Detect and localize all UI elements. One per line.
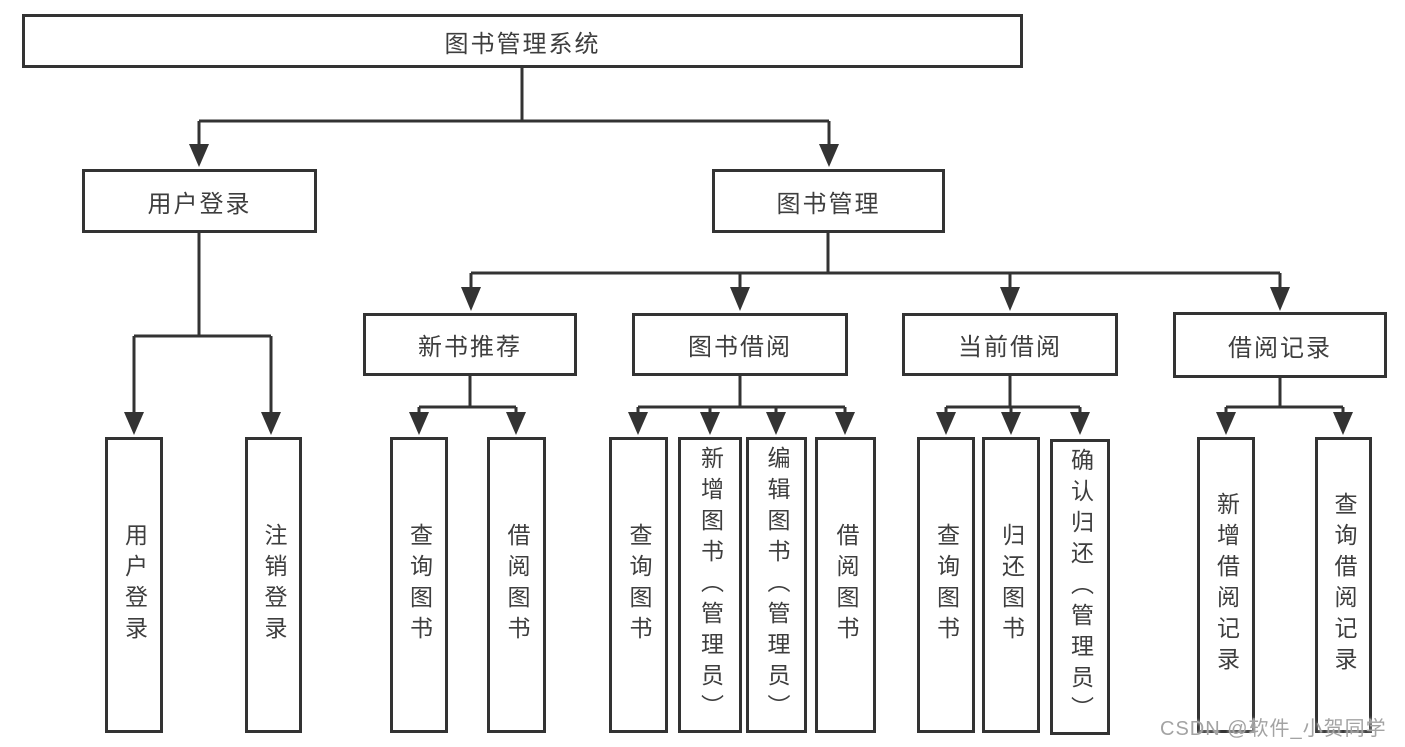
leaf-borrow-books-recommend: 借阅图书 <box>487 437 546 733</box>
arrowhead <box>461 287 481 311</box>
leaf-query-books-current: 查询图书 <box>917 437 975 733</box>
node-root: 图书管理系统 <box>22 14 1023 68</box>
leaf-query-books-recommend-label: 查询图书 <box>406 523 433 647</box>
connector-book-borrow-to-leaves <box>636 376 847 414</box>
node-book-borrow-label: 图书借阅 <box>688 334 792 361</box>
arrowhead <box>628 412 648 435</box>
arrowhead <box>506 412 526 435</box>
node-book-management-label: 图书管理 <box>776 190 881 218</box>
connector-new-book-to-leaves <box>417 375 518 414</box>
connector-root-to-level2 <box>197 68 831 147</box>
arrowhead <box>1000 287 1020 311</box>
arrowhead <box>730 287 750 311</box>
node-root-label: 图书管理系统 <box>444 30 601 58</box>
arrowhead <box>409 412 429 435</box>
leaf-confirm-return-admin-label: 确认归还（管理员） <box>1067 447 1094 727</box>
arrowhead <box>700 412 720 435</box>
arrowhead <box>1001 412 1021 435</box>
leaf-confirm-return-admin: 确认归还（管理员） <box>1050 439 1110 735</box>
leaf-user-login: 用户登录 <box>105 437 163 733</box>
arrowhead <box>766 412 786 435</box>
leaf-add-book-admin-label: 新增图书（管理员） <box>697 445 724 725</box>
arrowhead <box>261 412 281 435</box>
leaf-query-books-recommend: 查询图书 <box>390 437 448 733</box>
leaf-add-borrow-record-label: 新增借阅记录 <box>1213 492 1240 678</box>
node-borrow-records-label: 借阅记录 <box>1228 334 1332 362</box>
arrowhead <box>936 412 956 435</box>
leaf-logout-label: 注销登录 <box>261 523 287 647</box>
leaf-add-borrow-record: 新增借阅记录 <box>1197 437 1255 733</box>
leaf-return-books-label: 归还图书 <box>998 523 1025 647</box>
leaf-edit-book-admin-label: 编辑图书（管理员） <box>764 445 790 725</box>
arrowhead <box>1216 412 1236 435</box>
leaf-user-login-label: 用户登录 <box>121 523 148 647</box>
node-new-book-recommend-label: 新书推荐 <box>418 334 522 361</box>
leaf-borrow-books-label: 借阅图书 <box>833 523 859 647</box>
leaf-query-borrow-record-label: 查询借阅记录 <box>1331 492 1357 678</box>
arrowhead <box>124 412 144 435</box>
csdn-watermark: CSDN @软件_小贺同学 <box>1160 718 1387 740</box>
leaf-query-books-current-label: 查询图书 <box>933 523 960 647</box>
node-new-book-recommend: 新书推荐 <box>363 313 577 376</box>
node-user-login: 用户登录 <box>82 169 317 233</box>
node-user-login-label: 用户登录 <box>147 190 252 218</box>
arrowhead <box>819 144 839 167</box>
arrowhead <box>1070 412 1090 435</box>
leaf-query-borrow-record: 查询借阅记录 <box>1315 437 1372 733</box>
arrowhead <box>189 144 209 167</box>
connector-book-mgmt-to-level3 <box>469 233 1282 290</box>
connector-current-borrow-to-leaves <box>944 376 1082 414</box>
arrowhead <box>1333 412 1353 435</box>
node-current-borrow: 当前借阅 <box>902 313 1118 376</box>
node-borrow-records: 借阅记录 <box>1173 312 1387 378</box>
node-book-borrow: 图书借阅 <box>632 313 848 376</box>
node-current-borrow-label: 当前借阅 <box>958 334 1062 361</box>
leaf-query-books-borrow-label: 查询图书 <box>626 523 652 647</box>
leaf-return-books: 归还图书 <box>982 437 1040 733</box>
leaf-borrow-books-recommend-label: 借阅图书 <box>504 523 530 647</box>
leaf-borrow-books: 借阅图书 <box>815 437 876 733</box>
leaf-query-books-borrow: 查询图书 <box>609 437 668 733</box>
arrowhead <box>1270 287 1290 311</box>
connector-borrow-record-to-leaves <box>1224 377 1345 414</box>
leaf-edit-book-admin: 编辑图书（管理员） <box>746 437 807 733</box>
leaf-add-book-admin: 新增图书（管理员） <box>678 437 742 733</box>
connector-user-login-to-leaves <box>132 233 273 414</box>
node-book-management: 图书管理 <box>712 169 945 233</box>
arrowhead <box>835 412 855 435</box>
leaf-logout: 注销登录 <box>245 437 302 733</box>
